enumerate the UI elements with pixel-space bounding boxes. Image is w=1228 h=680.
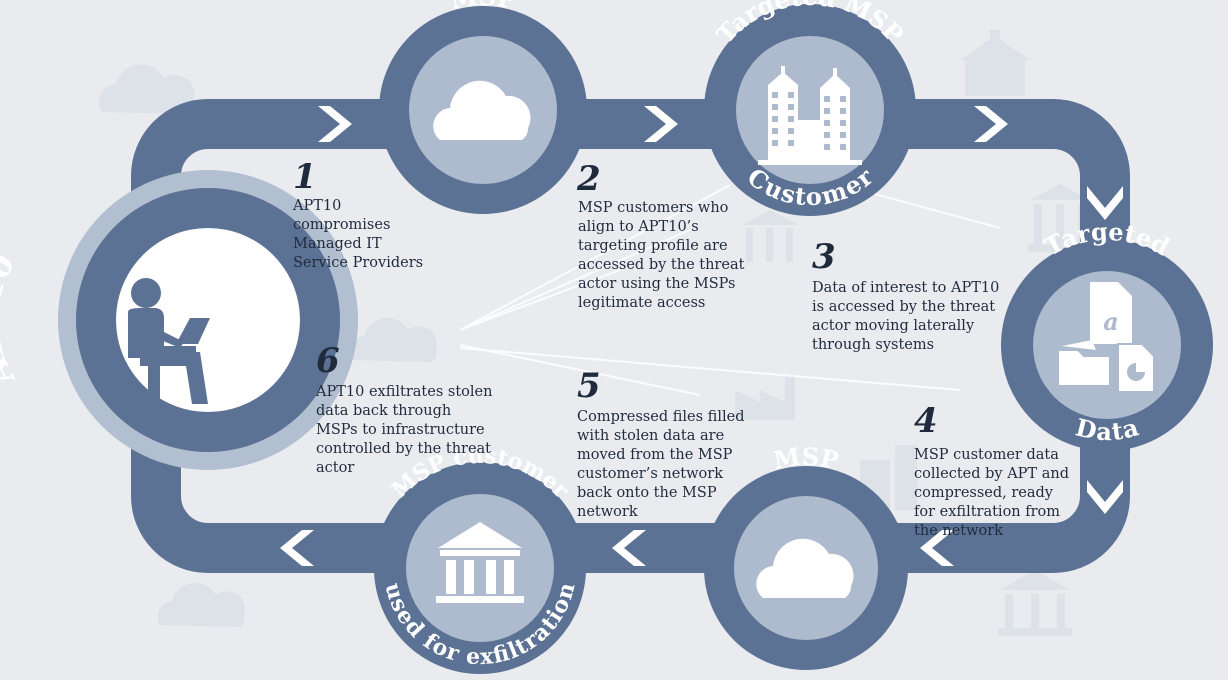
step-number: 1 [293,157,317,197]
step-1: 1 APT10 compromises Managed IT Service P… [292,157,423,271]
chevron-down-icon [1087,186,1123,220]
msp-bottom-label: MSP [771,442,841,476]
flow-chevrons [280,106,1123,566]
step-number: 5 [577,366,601,406]
exfiltration-customer-node: MSP customer used for exfiltration [374,443,586,674]
documents-folder-icon: a [1057,282,1155,393]
step-number: 4 [914,401,938,441]
msp-bottom-node: MSP [704,442,908,670]
ghost-bank-icon [998,570,1072,636]
targeted-customer-node: Targeted MSP Customer [704,0,916,216]
msp-top-node: MSP [379,0,587,214]
step-description: MSP customer data collected by APT and c… [914,447,1074,539]
apt10-label: APT10 [0,247,24,394]
person-laptop-icon [128,278,210,416]
chevron-right-icon [318,106,352,142]
chevron-down-icon [1087,480,1123,514]
ghost-cloud-icon [349,318,437,362]
ghost-factory-icon [735,375,795,420]
step-2: 2 MSP customers who align to APT10’s tar… [576,159,749,311]
targeted-data-node: Targeted Data a [1001,217,1213,451]
step-number: 6 [316,341,340,381]
step-number: 3 [812,237,836,277]
step-3: 3 Data of interest to APT10 is accessed … [812,237,1004,353]
chevron-right-icon [644,106,678,142]
step-6: 6 APT10 exfiltrates stolen data back thr… [315,341,497,476]
bank-icon [436,522,524,603]
step-description: MSP customers who align to APT10’s targe… [578,200,749,311]
step-5: 5 Compressed files filled with stolen da… [577,366,749,520]
step-4: 4 MSP customer data collected by APT and… [914,401,1074,539]
chevron-right-icon [974,106,1008,142]
msp-top-label: MSP [448,0,518,15]
apt10-node: APT10 [0,170,358,470]
ghost-cloud-icon [98,64,195,114]
ghost-bank-icon [742,210,798,262]
step-number: 2 [576,159,601,199]
chevron-left-icon [612,530,646,566]
step-description: Data of interest to APT10 is accessed by… [812,280,1004,353]
ghost-cloud-icon [157,583,245,627]
step-description: Compressed files filled with stolen data… [577,409,749,520]
chevron-left-icon [280,530,314,566]
ghost-school-icon [960,30,1030,96]
lateral-movement-lines [459,184,1001,396]
step-description: APT10 compromises Managed IT Service Pro… [292,198,423,271]
cloud-icon [756,538,854,598]
targeted-data-bottom-label: Data [1073,412,1142,446]
chevron-left-icon [920,530,954,566]
svg-text:a: a [1103,307,1119,336]
step-description: APT10 exfiltrates stolen data back throu… [315,384,497,476]
cloud-icon [433,80,531,140]
